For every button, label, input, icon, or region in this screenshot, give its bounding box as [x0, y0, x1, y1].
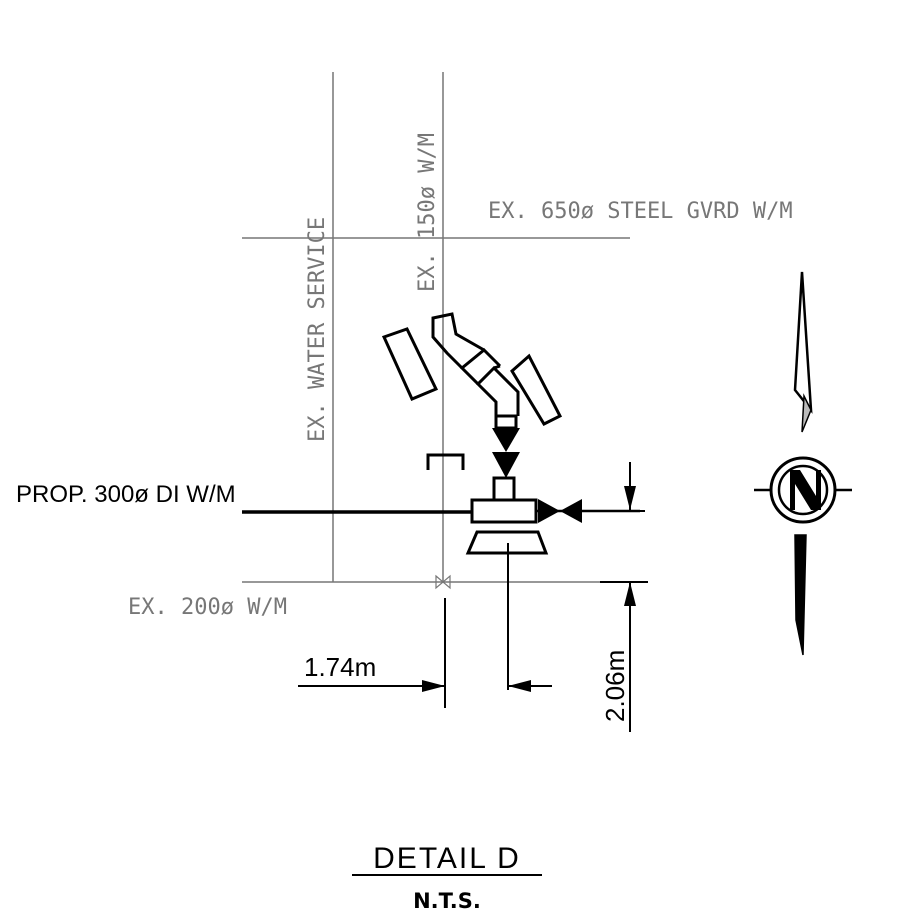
fitting-stack: [431, 312, 520, 430]
existing-mains: [242, 72, 630, 583]
prop-300-label: PROP. 300ø DI W/M: [16, 481, 236, 508]
north-arrow: [754, 271, 852, 656]
bracket-symbol: [426, 453, 465, 470]
ex-150-label: EX. 150ø W/M: [415, 133, 440, 292]
detail-title: DETAIL D: [373, 842, 521, 875]
vertical-dimension-label: 2.06m: [600, 650, 630, 722]
ex-650-label: EX. 650ø STEEL GVRD W/M: [488, 199, 793, 224]
horizontal-dimension-label: 1.74m: [304, 652, 376, 682]
north-arrow-letter: N: [0, 0, 1, 1]
ex-200-label: EX. 200ø W/M: [128, 595, 287, 620]
tee-fitting: [470, 476, 538, 524]
ex-200-valve-icon: [435, 574, 451, 590]
ex-water-service-label: EX. WATER SERVICE: [305, 217, 330, 442]
thrust-block: [465, 530, 549, 555]
vertical-dimension: [600, 462, 648, 732]
angled-blocks: [381, 327, 563, 426]
hydrant-valve-icon: [492, 428, 520, 478]
gate-valve-icon: [538, 499, 582, 523]
scale-label: N.T.S.: [413, 889, 481, 913]
